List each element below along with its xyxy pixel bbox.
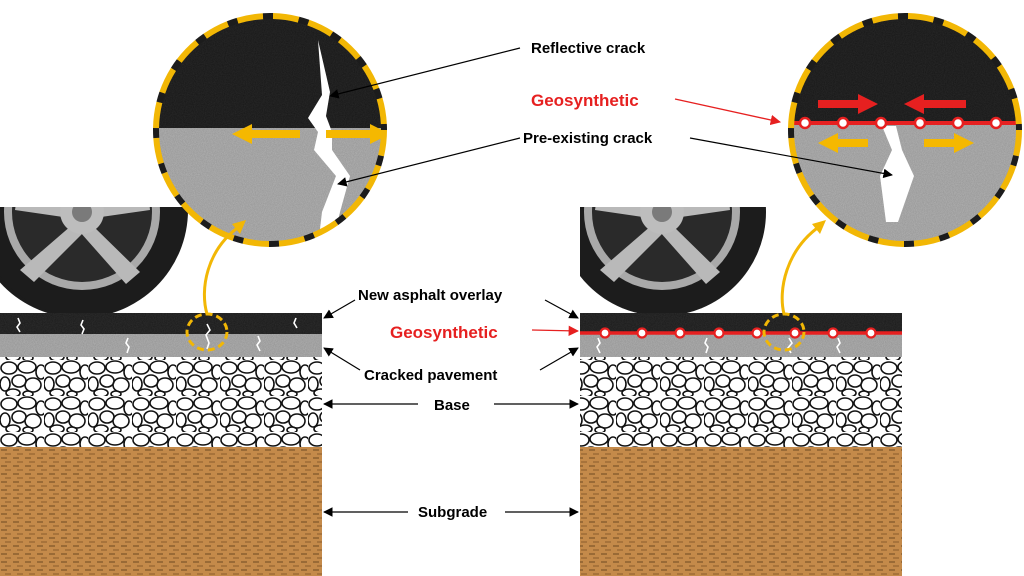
right-tension-arrows bbox=[818, 133, 974, 153]
right-zoom-connector bbox=[762, 220, 826, 352]
right-geosynthetic-zoom bbox=[789, 116, 1021, 130]
right-wheel bbox=[580, 207, 766, 313]
right-magnifier bbox=[788, 13, 1022, 247]
label-base: Base bbox=[434, 397, 470, 414]
right-zoom-crack bbox=[880, 126, 914, 222]
left-zoom-crack bbox=[308, 40, 350, 246]
left-base-layer bbox=[0, 357, 322, 447]
label-new-asphalt-overlay: New asphalt overlay bbox=[358, 287, 503, 304]
label-geosynthetic-top: Geosynthetic bbox=[531, 91, 639, 110]
right-subgrade-layer bbox=[580, 447, 902, 576]
left-wheel bbox=[0, 207, 186, 313]
label-cracked-pavement: Cracked pavement bbox=[364, 367, 497, 384]
right-compression-arrows bbox=[818, 94, 966, 114]
left-zoom-connector bbox=[185, 220, 246, 352]
left-tension-arrows bbox=[232, 124, 386, 144]
label-geosynthetic-mid: Geosynthetic bbox=[390, 323, 498, 342]
leader-lines bbox=[323, 47, 893, 517]
label-subgrade: Subgrade bbox=[418, 504, 487, 521]
left-cracks bbox=[16, 317, 298, 354]
label-reflective-crack: Reflective crack bbox=[531, 40, 646, 57]
right-base-layer bbox=[580, 357, 902, 447]
right-geosynthetic-line bbox=[580, 327, 902, 339]
left-subgrade-layer bbox=[0, 447, 322, 576]
right-pavement-section bbox=[580, 313, 902, 576]
label-pre-existing-crack: Pre-existing crack bbox=[523, 130, 653, 147]
